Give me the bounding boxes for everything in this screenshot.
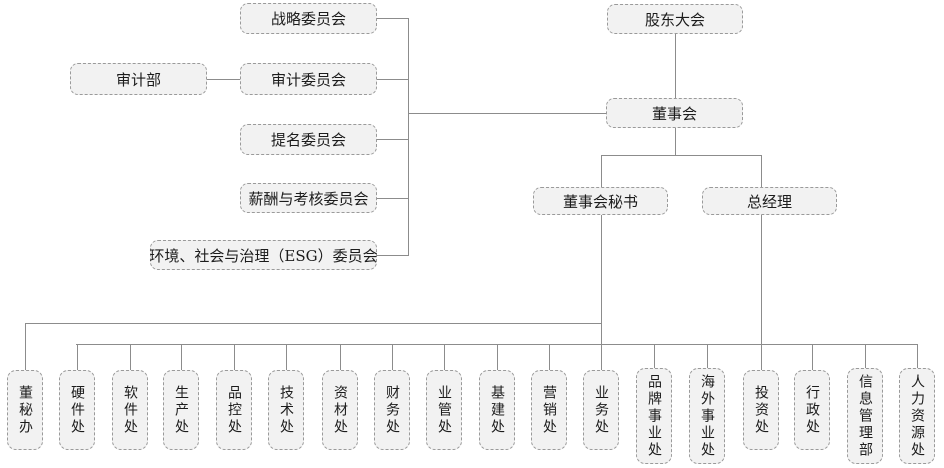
dept-board-secretary-office: 董秘办 — [7, 370, 43, 450]
dept-business: 业务处 — [583, 370, 619, 450]
connector-dept-drop — [865, 344, 866, 370]
connector-shareholders-board — [675, 34, 676, 98]
node-label: 环境、社会与治理（ESG）委员会 — [149, 246, 378, 265]
dept-label: 品牌事业处 — [646, 373, 662, 459]
dept-label: 业管处 — [436, 384, 452, 436]
connector-remuneration-trunk — [377, 198, 408, 199]
dept-label: 技术处 — [278, 384, 294, 436]
node-shareholders-meeting: 股东大会 — [607, 4, 743, 34]
dept-human-resources: 人力资源处 — [899, 368, 935, 464]
dept-brand-business: 品牌事业处 — [636, 368, 672, 464]
node-remuneration-committee: 薪酬与考核委员会 — [240, 183, 377, 213]
connector-dept-drop — [812, 344, 813, 371]
dept-label: 业务处 — [593, 384, 609, 436]
node-board-secretary: 董事会秘书 — [533, 187, 668, 215]
dept-finance: 财务处 — [374, 370, 410, 450]
connector-board-split — [601, 155, 762, 156]
dept-business-management: 业管处 — [426, 370, 462, 450]
dept-production: 生产处 — [163, 370, 199, 450]
dept-label: 生产处 — [173, 384, 189, 436]
dept-administration: 行政处 — [794, 370, 830, 450]
node-label: 总经理 — [746, 192, 792, 211]
dept-infrastructure: 基建处 — [479, 370, 515, 450]
node-strategy-committee: 战略委员会 — [240, 3, 377, 34]
dept-label: 董秘办 — [17, 384, 33, 436]
node-label: 审计部 — [115, 70, 161, 89]
node-label: 审计委员会 — [270, 70, 346, 89]
connector-dept-drop — [392, 344, 393, 371]
connector-board-down — [675, 128, 676, 155]
node-label: 董事会秘书 — [562, 192, 638, 211]
connector-secretary-office-rail — [25, 323, 602, 324]
connector-split-gm — [761, 155, 762, 187]
node-audit-department: 审计部 — [70, 63, 207, 95]
node-label: 薪酬与考核委员会 — [248, 189, 369, 208]
connector-dept-drop — [497, 344, 498, 371]
connector-audit-trunk — [377, 79, 408, 80]
connector-dept-drop — [444, 344, 445, 371]
dept-label: 行政处 — [804, 384, 820, 436]
connector-dept-drop — [761, 344, 762, 371]
dept-label: 海外事业处 — [699, 373, 715, 459]
dept-label: 投资处 — [753, 384, 769, 436]
dept-hardware: 硬件处 — [59, 370, 95, 450]
node-nomination-committee: 提名委员会 — [240, 124, 377, 155]
connector-dept-drop — [77, 344, 78, 371]
connector-split-secretary — [601, 155, 602, 187]
connector-esg-trunk — [377, 255, 408, 256]
connector-trunk-board — [408, 113, 606, 114]
connector-nomination-trunk — [377, 139, 408, 140]
dept-materials: 资材处 — [322, 370, 358, 450]
dept-software: 软件处 — [112, 370, 148, 450]
dept-label: 信息管理部 — [857, 373, 873, 459]
connector-strategy-trunk — [377, 18, 408, 19]
dept-quality-control: 品控处 — [216, 370, 252, 450]
dept-label: 人力资源处 — [909, 373, 925, 459]
node-esg-committee: 环境、社会与治理（ESG）委员会 — [149, 240, 378, 270]
dept-label: 财务处 — [384, 384, 400, 436]
dept-label: 基建处 — [489, 384, 505, 436]
connector-dept-drop — [917, 344, 918, 370]
dept-label: 硬件处 — [69, 384, 85, 436]
connector-dept-drop — [654, 344, 655, 370]
node-label: 提名委员会 — [270, 131, 346, 149]
connector-dept-drop — [286, 344, 287, 371]
node-audit-committee: 审计委员会 — [240, 63, 377, 95]
connector-secretary-down — [601, 215, 602, 344]
node-label: 董事会 — [651, 104, 697, 123]
dept-label: 品控处 — [226, 384, 242, 436]
connector-dept-drop — [707, 344, 708, 370]
connector-gm-down — [761, 215, 762, 344]
dept-information-management: 信息管理部 — [847, 368, 883, 464]
connector-dept-drop — [549, 344, 550, 371]
dept-label: 资材处 — [332, 384, 348, 436]
connector-dept-drop — [340, 344, 341, 371]
dept-marketing: 营销处 — [531, 370, 567, 450]
node-general-manager: 总经理 — [702, 187, 837, 215]
dept-technology: 技术处 — [268, 370, 304, 450]
connector-dept-drop — [234, 344, 235, 371]
connector-secretary-office-drop — [25, 323, 26, 370]
node-label: 战略委员会 — [270, 10, 346, 28]
connector-dept-drop — [181, 344, 182, 371]
dept-label: 营销处 — [541, 384, 557, 436]
dept-investment: 投资处 — [743, 370, 779, 450]
dept-overseas-business: 海外事业处 — [689, 368, 725, 464]
node-board-of-directors: 董事会 — [606, 98, 743, 128]
connector-dept-drop — [130, 344, 131, 371]
connector-auditdept-audit — [207, 79, 240, 80]
connector-committee-trunk — [408, 18, 409, 256]
connector-dept-drop — [601, 344, 602, 371]
node-label: 股东大会 — [644, 10, 705, 29]
dept-label: 软件处 — [122, 384, 138, 436]
